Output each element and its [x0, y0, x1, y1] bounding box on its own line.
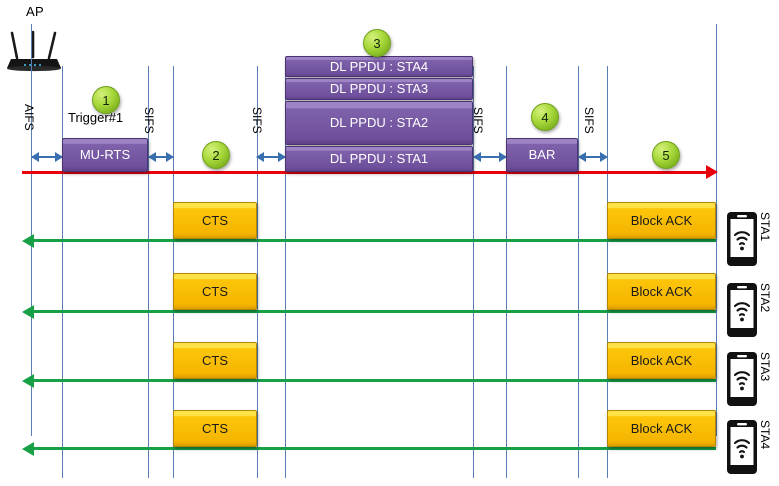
smartphone-wifi-icon-sta4	[726, 419, 758, 475]
ifs-label-sifs2: SIFS	[250, 107, 264, 134]
trigger-caption: Trigger#1	[68, 110, 124, 125]
sta-timeline-arrow-icon-sta3	[22, 374, 34, 388]
ap-label: AP	[26, 4, 44, 19]
smartphone-wifi-icon-sta3	[726, 351, 758, 407]
step-marker-3[interactable]: 3	[363, 29, 391, 57]
wifi-router-icon	[4, 26, 64, 72]
smartphone-wifi-icon-sta1	[726, 211, 758, 267]
ap-timeline-axis	[22, 171, 712, 174]
step-marker-1[interactable]: 1	[92, 86, 120, 114]
cts-sta3[interactable]: CTS	[173, 342, 257, 379]
guide-line-10	[716, 24, 717, 436]
step-marker-5[interactable]: 5	[652, 141, 680, 169]
cts-sta4[interactable]: CTS	[173, 410, 257, 447]
ap-timeline-arrow-icon	[706, 165, 718, 179]
sta-timeline-axis-sta3	[33, 379, 716, 382]
ifs-arrow-sifs3	[473, 152, 507, 162]
block-ack-sta1[interactable]: Block ACK	[607, 202, 716, 239]
ifs-arrow-sifs4	[578, 152, 608, 162]
guide-line-5	[285, 66, 286, 478]
ifs-arrow-aifs	[31, 152, 63, 162]
block-ack-sta2[interactable]: Block ACK	[607, 273, 716, 310]
sta-timeline-arrow-icon-sta1	[22, 234, 34, 248]
guide-line-7	[506, 66, 507, 478]
ifs-arrow-sifs1	[148, 152, 174, 162]
ifs-label-sifs1: SIFS	[142, 107, 156, 134]
block-ack-sta3[interactable]: Block ACK	[607, 342, 716, 379]
guide-line-2	[148, 66, 149, 478]
guide-line-9	[607, 66, 608, 478]
station-label-sta1: STA1	[758, 212, 772, 242]
mu-rts[interactable]: MU-RTS	[62, 138, 148, 172]
sta-timeline-axis-sta2	[33, 310, 716, 313]
ifs-arrow-sifs2	[256, 152, 286, 162]
ifs-label-aifs: AIFS	[22, 104, 36, 131]
cts-sta2[interactable]: CTS	[173, 273, 257, 310]
sta-timeline-arrow-icon-sta4	[22, 442, 34, 456]
bar[interactable]: BAR	[506, 138, 578, 172]
cts-sta1[interactable]: CTS	[173, 202, 257, 239]
guide-line-8	[578, 66, 579, 478]
ifs-label-sifs4: SIFS	[582, 107, 596, 134]
dl-ppdu-sta3[interactable]: DL PPDU : STA3	[285, 78, 473, 100]
ifs-label-sifs3: SIFS	[471, 107, 485, 134]
guide-line-0	[31, 24, 32, 436]
guide-line-1	[62, 66, 63, 478]
sta-timeline-axis-sta4	[33, 447, 716, 450]
guide-line-3	[173, 66, 174, 478]
sta-timeline-arrow-icon-sta2	[22, 305, 34, 319]
guide-line-4	[257, 66, 258, 478]
station-label-sta2: STA2	[758, 283, 772, 313]
station-label-sta3: STA3	[758, 352, 772, 382]
dl-ppdu-sta2[interactable]: DL PPDU : STA2	[285, 101, 473, 145]
step-marker-2[interactable]: 2	[202, 141, 230, 169]
dl-ppdu-sta4[interactable]: DL PPDU : STA4	[285, 56, 473, 77]
dl-ppdu-sta1[interactable]: DL PPDU : STA1	[285, 146, 473, 172]
station-label-sta4: STA4	[758, 420, 772, 450]
block-ack-sta4[interactable]: Block ACK	[607, 410, 716, 447]
step-marker-4[interactable]: 4	[531, 103, 559, 131]
smartphone-wifi-icon-sta2	[726, 282, 758, 338]
sta-timeline-axis-sta1	[33, 239, 716, 242]
guide-line-6	[473, 66, 474, 478]
